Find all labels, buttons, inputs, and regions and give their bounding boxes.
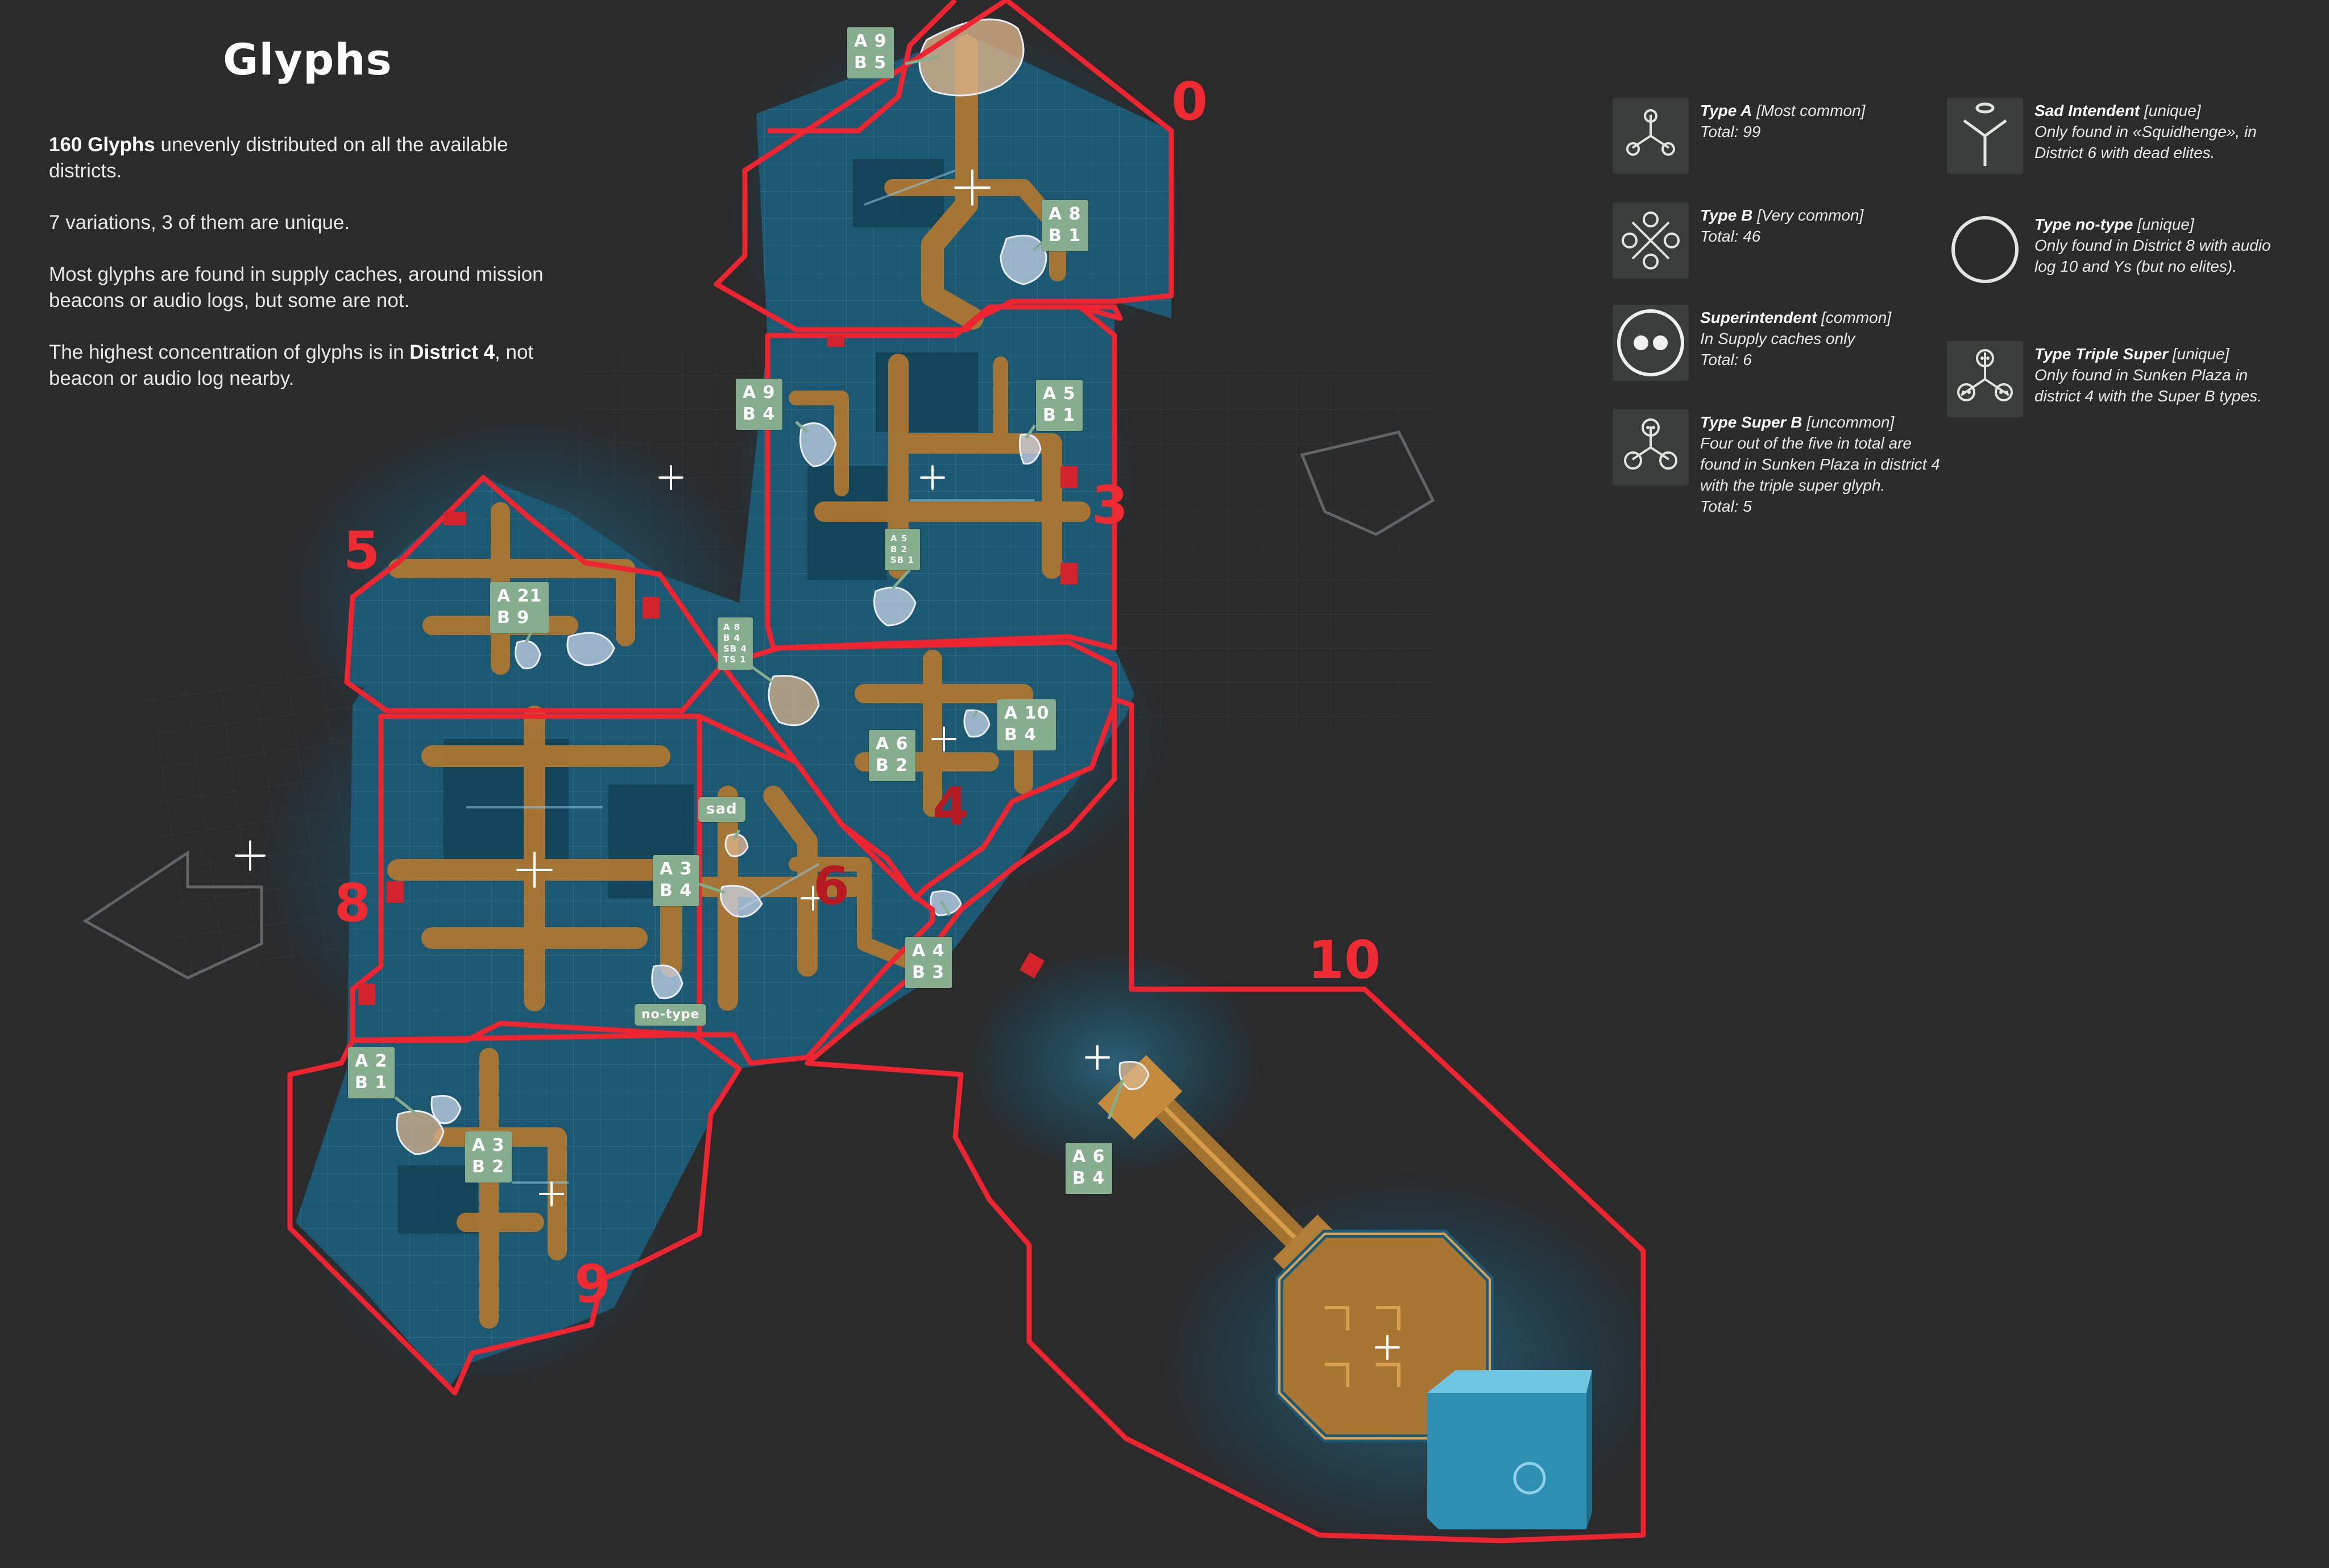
district-label-9: 9 — [574, 1254, 611, 1314]
intro-paragraph-count: 160 Glyphs unevenly distributed on all t… — [49, 134, 508, 182]
badge-sad[interactable]: sad — [698, 797, 745, 822]
district-3-border — [765, 304, 1123, 651]
district-10-structure — [1097, 1055, 1592, 1529]
district-label-5: 5 — [343, 520, 380, 581]
type-b-glyph-icon — [1613, 202, 1689, 279]
district-label-3: 3 — [1092, 475, 1128, 536]
district-label-4: 4 — [933, 776, 969, 837]
light-sparkles — [235, 169, 1400, 1360]
type-a-glyph-icon — [1613, 98, 1689, 174]
super-b-glyph-icon — [1613, 409, 1689, 486]
page-title: Glyphs — [223, 34, 392, 85]
intro-paragraph-locations: Most glyphs are found in supply caches, … — [49, 263, 544, 312]
triple-super-glyph-icon — [1947, 341, 2023, 417]
badge-no-type[interactable]: no-type — [635, 1004, 707, 1026]
district-borders — [287, 0, 1646, 1544]
district-0-border — [714, 0, 1174, 333]
glyph-highlights — [396, 18, 1150, 1155]
district-5-border — [344, 475, 725, 714]
no-type-glyph-icon — [1947, 211, 2023, 288]
district-label-8: 8 — [334, 873, 371, 934]
district-label-6: 6 — [813, 856, 849, 916]
intro-paragraph-concentration: The highest concentration of glyphs is i… — [49, 341, 534, 389]
intro-text: 160 Glyphs unevenly distributed on all t… — [49, 132, 572, 417]
district-labels: 0 3 5 4 6 8 10 9 — [334, 71, 1381, 1314]
intro-paragraph-variations: 7 variations, 3 of them are unique. — [49, 211, 350, 234]
district-label-10: 10 — [1308, 930, 1381, 990]
district-label-0: 0 — [1171, 71, 1208, 132]
district-10-border — [805, 696, 1646, 1544]
badge-pointers — [394, 55, 1125, 1119]
district-9-border — [287, 1021, 742, 1396]
superintendent-glyph-icon — [1613, 305, 1689, 381]
sad-intendent-glyph-icon — [1947, 98, 2023, 174]
